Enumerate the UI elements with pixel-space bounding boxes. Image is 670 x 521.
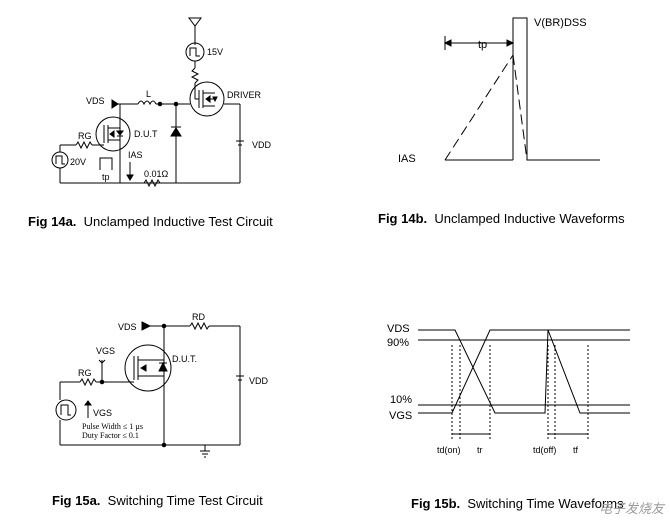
fig15b-label-tr: tr	[477, 445, 483, 455]
fig15a-label-dut: D.U.T.	[172, 354, 197, 364]
fig14a-caption: Fig 14a. Unclamped Inductive Test Circui…	[28, 214, 273, 229]
fig14a-label-driver: DRIVER	[227, 90, 262, 100]
watermark: 电子发烧友	[598, 502, 664, 517]
fig14b-caption: Fig 14b. Unclamped Inductive Waveforms	[378, 211, 625, 226]
fig15a-label-vds: VDS	[118, 322, 137, 332]
fig14a-label-ias: IAS	[128, 150, 143, 160]
fig14b-caption-text: Unclamped Inductive Waveforms	[434, 211, 625, 226]
fig15b-caption: Fig 15b. Switching Time Waveforms	[411, 496, 624, 511]
fig15a-label-pulse-width: Pulse Width ≤ 1 µs	[82, 422, 143, 431]
fig15b-label-90: 90%	[387, 337, 409, 349]
fig14a-caption-number: Fig 14a.	[28, 214, 77, 229]
fig14a-label-dut: D.U.T	[134, 129, 158, 139]
fig15a-caption-number: Fig 15a.	[52, 493, 101, 508]
fig14b-waveform	[443, 17, 600, 161]
fig15b-label-vds: VDS	[387, 323, 410, 335]
fig15b-waveform	[418, 329, 630, 440]
fig14b-label-tp: tp	[478, 39, 487, 51]
fig14a-label-vds: VDS	[86, 96, 105, 106]
fig14a-label-20v: 20V	[70, 157, 86, 167]
fig14a-label-rg: RG	[78, 131, 92, 141]
fig15b-label-10: 10%	[390, 394, 412, 406]
fig14b-label-vbrdss: V(BR)DSS	[534, 17, 587, 29]
fig15b-label-vgs: VGS	[389, 410, 412, 422]
fig15a-label-vdd: VDD	[249, 376, 269, 386]
fig15b-label-tf: tf	[573, 445, 579, 455]
fig14a-label-res: 0.01Ω	[144, 169, 169, 179]
fig14b-label-ias: IAS	[398, 153, 416, 165]
fig14a-label-tp: tp	[102, 172, 110, 182]
fig14a-label-l: L	[146, 89, 151, 99]
fig14a-label-vdd: VDD	[252, 140, 272, 150]
fig14a-label-15v: 15V	[207, 47, 223, 57]
fig15b-caption-number: Fig 15b.	[411, 496, 461, 511]
fig15b-caption-text: Switching Time Waveforms	[467, 496, 624, 511]
fig15b-label-tdon: td(on)	[437, 445, 461, 455]
fig14a-caption-text: Unclamped Inductive Test Circuit	[83, 214, 273, 229]
fig15a-circuit	[55, 321, 244, 458]
fig15a-label-rd: RD	[192, 312, 205, 322]
fig14a-circuit	[51, 17, 244, 188]
fig15a-label-duty-factor: Duty Factor ≤ 0.1	[82, 431, 139, 440]
fig15a-label-vgs2: VGS	[93, 408, 112, 418]
fig15a-caption-text: Switching Time Test Circuit	[107, 493, 263, 508]
fig14b-caption-number: Fig 14b.	[378, 211, 428, 226]
fig15a-caption: Fig 15a. Switching Time Test Circuit	[52, 493, 263, 508]
fig15b-label-tdoff: td(off)	[533, 445, 556, 455]
fig15a-label-vgs: VGS	[96, 346, 115, 356]
fig15a-label-rg: RG	[78, 368, 92, 378]
